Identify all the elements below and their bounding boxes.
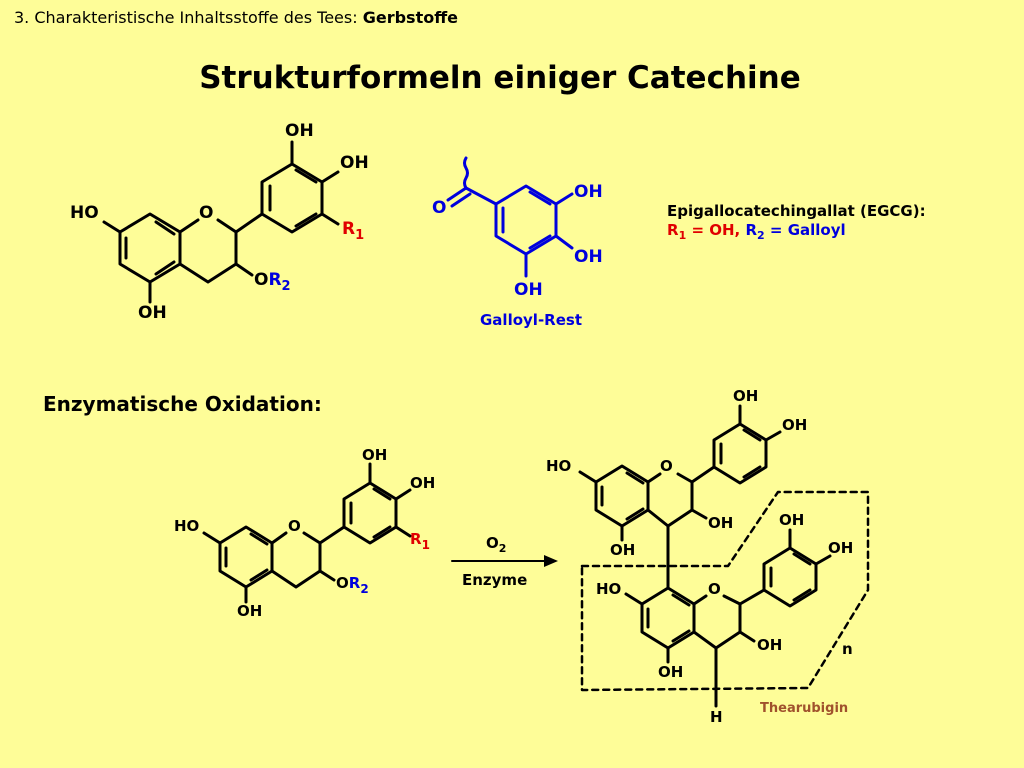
polymer-repeat-n: n	[842, 640, 853, 658]
polymer-lower-unit	[624, 528, 832, 708]
reaction-enzyme: Enzyme	[462, 571, 527, 589]
polymer-upper-unit	[578, 404, 782, 590]
catechin2-oh-bottom: OH	[237, 602, 262, 620]
catechin2-oh-mid: OH	[410, 474, 435, 492]
polymer-u2-ring-oxygen: O	[708, 580, 721, 598]
catechin2-r1: R1	[410, 530, 430, 552]
reaction-arrow	[451, 555, 558, 567]
header-topic: Gerbstoffe	[362, 8, 459, 27]
polymer-u2-ho: HO	[596, 580, 621, 598]
galloyl-label: Galloyl-Rest	[480, 311, 582, 329]
galloyl-carbonyl-o: O	[432, 198, 446, 218]
polymer-u2-oh-mid: OH	[828, 539, 853, 557]
page-title: Strukturformeln einiger Catechine	[199, 60, 801, 96]
polymer-u1-oh3: OH	[708, 514, 733, 532]
header-line: 3. Charakteristische Inhaltsstoffe des T…	[14, 8, 458, 27]
catechin-ho: HO	[70, 203, 99, 223]
polymer-u1-oh-top: OH	[733, 387, 758, 405]
catechin-oh-top: OH	[285, 121, 314, 141]
catechin-structure-2	[202, 462, 412, 604]
thearubigin-label: Thearubigin	[760, 701, 848, 716]
polymer-u1-oh5: OH	[610, 541, 635, 559]
catechin-r1: R1	[342, 219, 364, 243]
catechin2-ho: HO	[174, 517, 199, 535]
catechin-structure	[102, 140, 340, 304]
polymer-u1-ho: HO	[546, 457, 571, 475]
wavy-bond	[463, 156, 469, 190]
repeat-unit-bracket	[580, 490, 870, 692]
catechin2-oh-top: OH	[362, 446, 387, 464]
catechin-ring-oxygen: O	[199, 203, 213, 223]
polymer-u2-oh-top: OH	[779, 511, 804, 529]
reaction-reagent: O2	[486, 534, 506, 555]
catechin2-a-ring	[218, 525, 274, 589]
galloyl-oh-2: OH	[574, 247, 603, 267]
polymer-u2-oh5: OH	[658, 663, 683, 681]
polymer-hydrogen: H	[710, 708, 723, 726]
polymer-u1-ring-oxygen: O	[660, 457, 673, 475]
section-title: Enzymatische Oxidation:	[43, 392, 322, 416]
catechin2-or2: OR2	[336, 574, 369, 596]
header-prefix: 3. Charakteristische Inhaltsstoffe des T…	[14, 8, 358, 27]
egcg-name: Epigallocatechingallat (EGCG):	[667, 202, 926, 220]
polymer-u2-a-ring	[640, 586, 696, 650]
polymer-u1-a-ring	[594, 464, 650, 528]
galloyl-structure	[446, 156, 574, 278]
galloyl-ring	[494, 184, 558, 256]
catechin-oh-bottom: OH	[138, 303, 167, 323]
catechin2-ring-oxygen: O	[288, 517, 301, 535]
catechin-or2: OR2	[254, 270, 291, 294]
galloyl-oh-1: OH	[574, 182, 603, 202]
galloyl-oh-3: OH	[514, 280, 543, 300]
catechin-oh-mid: OH	[340, 153, 369, 173]
polymer-u2-oh3: OH	[757, 636, 782, 654]
egcg-definition: R1 = OH, R2 = Galloyl	[667, 221, 846, 242]
catechin-a-ring	[118, 212, 182, 284]
polymer-u1-oh-mid: OH	[782, 416, 807, 434]
catechin-c-ring	[178, 218, 238, 284]
